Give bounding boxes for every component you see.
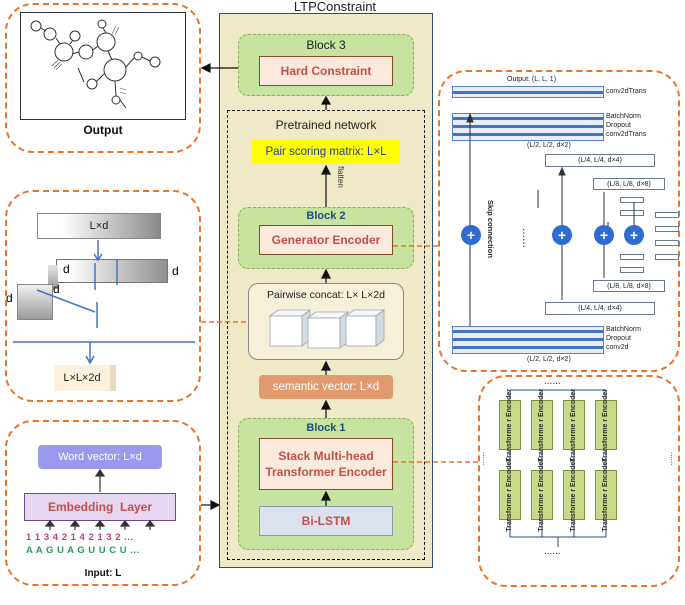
diagram-title: LTPConstraint [293, 0, 377, 14]
concat-vertical-bar [17, 284, 53, 320]
transformer-cell: Transforme r Encoder [595, 459, 617, 531]
unet-conv2dtrans2: conv2dTrans [606, 131, 647, 138]
unet-plus4: + [624, 225, 644, 245]
concat-bar-shadow [48, 265, 58, 289]
output-panel [5, 3, 201, 153]
unet-batchnorm2: BatchNorm [606, 326, 642, 333]
transformer-top-dots: ...... [544, 376, 561, 387]
transformer-connectors [509, 389, 607, 547]
stack-transformer-box: Stack Multi-head Transformer Encoder [259, 438, 393, 490]
stack-transformer-line1: Stack Multi-head [278, 449, 374, 463]
semantic-vector-box: semantic vector: L×d [259, 375, 393, 399]
concat-d3: d [53, 282, 60, 296]
rna-structure-image [30, 19, 161, 109]
transformer-side-dots-right: ...... [669, 452, 678, 466]
input-panel [5, 420, 201, 586]
concat-d1: d [63, 262, 70, 276]
unet-l2-bot: (L/2, L/2, d×2) [527, 356, 571, 363]
unet-dots: ...... [520, 228, 534, 249]
concat-bottom-cube: L×L×2d [54, 365, 116, 391]
unet-l2-top: (L/2, L/2, d×2) [527, 142, 571, 149]
concat-d2: d [172, 264, 179, 278]
word-vector-box: Word vector: L×d [38, 445, 162, 469]
transformer-bottom-dots: ...... [544, 546, 561, 557]
unet-l8-top: (L/8, L/8, d×8) [593, 178, 665, 190]
unet-batchnorm1: BatchNorm [606, 113, 642, 120]
transformer-cell: Transforme r Encoder [595, 389, 617, 461]
flatten-label: flatten [336, 166, 345, 188]
unet-l8-bot: (L/8, L/8, d×8) [593, 280, 665, 292]
transformer-side-dots-left: ...... [481, 452, 490, 466]
unet-inner-block6 [655, 254, 679, 260]
bi-lstm-box: Bi-LSTM [259, 506, 393, 536]
block2-title: Block 2 [306, 210, 346, 222]
unet-dropout2: Dropout [606, 335, 631, 342]
concat-horizontal-bar [56, 259, 168, 283]
block3-title: Block 3 [306, 38, 346, 52]
embedding-layer-box: Embedding Layer [24, 493, 176, 521]
unet-dropout1: Dropout [606, 122, 631, 129]
unet-inner-block1 [620, 197, 644, 203]
input-sequence-numbers: 1 1 3 4 2 1 4 2 1 3 2 ... [26, 532, 134, 543]
transformer-cell: Transforme r Encoder [531, 389, 553, 461]
hard-constraint-box: Hard Constraint [259, 56, 393, 86]
pretrained-network-frame [227, 110, 425, 560]
input-sequence-bases: A A G U A G U U C U ... [26, 545, 140, 556]
unet-plus1: + [461, 225, 481, 245]
concat-d4: d [6, 291, 13, 305]
input-arrows [44, 468, 156, 530]
transformer-cell: Transforme r Encoder [563, 389, 585, 461]
unet-conv2dtrans-top: conv2dTrans [606, 88, 647, 95]
unet-output-label: Output: (L, L, 1) [507, 76, 557, 83]
unet-second-layer [452, 113, 604, 141]
transformer-cell: Transforme r Encoder [499, 459, 521, 531]
unet-plus2: + [552, 225, 572, 245]
unet-panel [438, 70, 680, 372]
unet-top-layer [452, 86, 604, 98]
pair-scoring-matrix: Pair scoring matrix: L×L [252, 140, 400, 164]
unet-inner-block7 [620, 254, 644, 260]
unet-plus3: + [594, 225, 614, 245]
unet-bottom-layer [452, 326, 604, 354]
pretrained-network-label: Pretrained network [275, 117, 377, 132]
unet-inner-block2 [620, 210, 644, 216]
unet-inner-block3 [655, 212, 679, 218]
output-label: Output [83, 123, 123, 137]
generator-encoder-box: Generator Encoder [259, 225, 393, 255]
unet-inner-block4 [655, 226, 679, 232]
pairwise-concat-label: Pairwise concat: L× L×2d [267, 289, 385, 301]
transformer-panel [478, 375, 680, 587]
unet-conv2d: conv2d [606, 344, 629, 351]
unet-skip-label: Skip connection [486, 200, 495, 258]
unet-l4-bot: (L/4, L/4, d×4) [545, 302, 655, 315]
stack-transformer-line2: Transformer Encoder [265, 465, 387, 479]
concat-top-vector: L×d [37, 213, 161, 239]
unet-inner-block8 [620, 267, 644, 273]
block1-title: Block 1 [306, 422, 346, 434]
transformer-cell: Transforme r Encoder [499, 389, 521, 461]
input-label: Input: L [84, 567, 122, 579]
pairwise-cubes [268, 309, 386, 349]
unet-inner-block5 [655, 240, 679, 246]
transformer-cell: Transforme r Encoder [563, 459, 585, 531]
concat-panel [5, 190, 201, 402]
unet-l4-top: (L/4, L/4, d×4) [545, 154, 655, 167]
transformer-cell: Transforme r Encoder [531, 459, 553, 531]
concat-lines [13, 240, 195, 365]
